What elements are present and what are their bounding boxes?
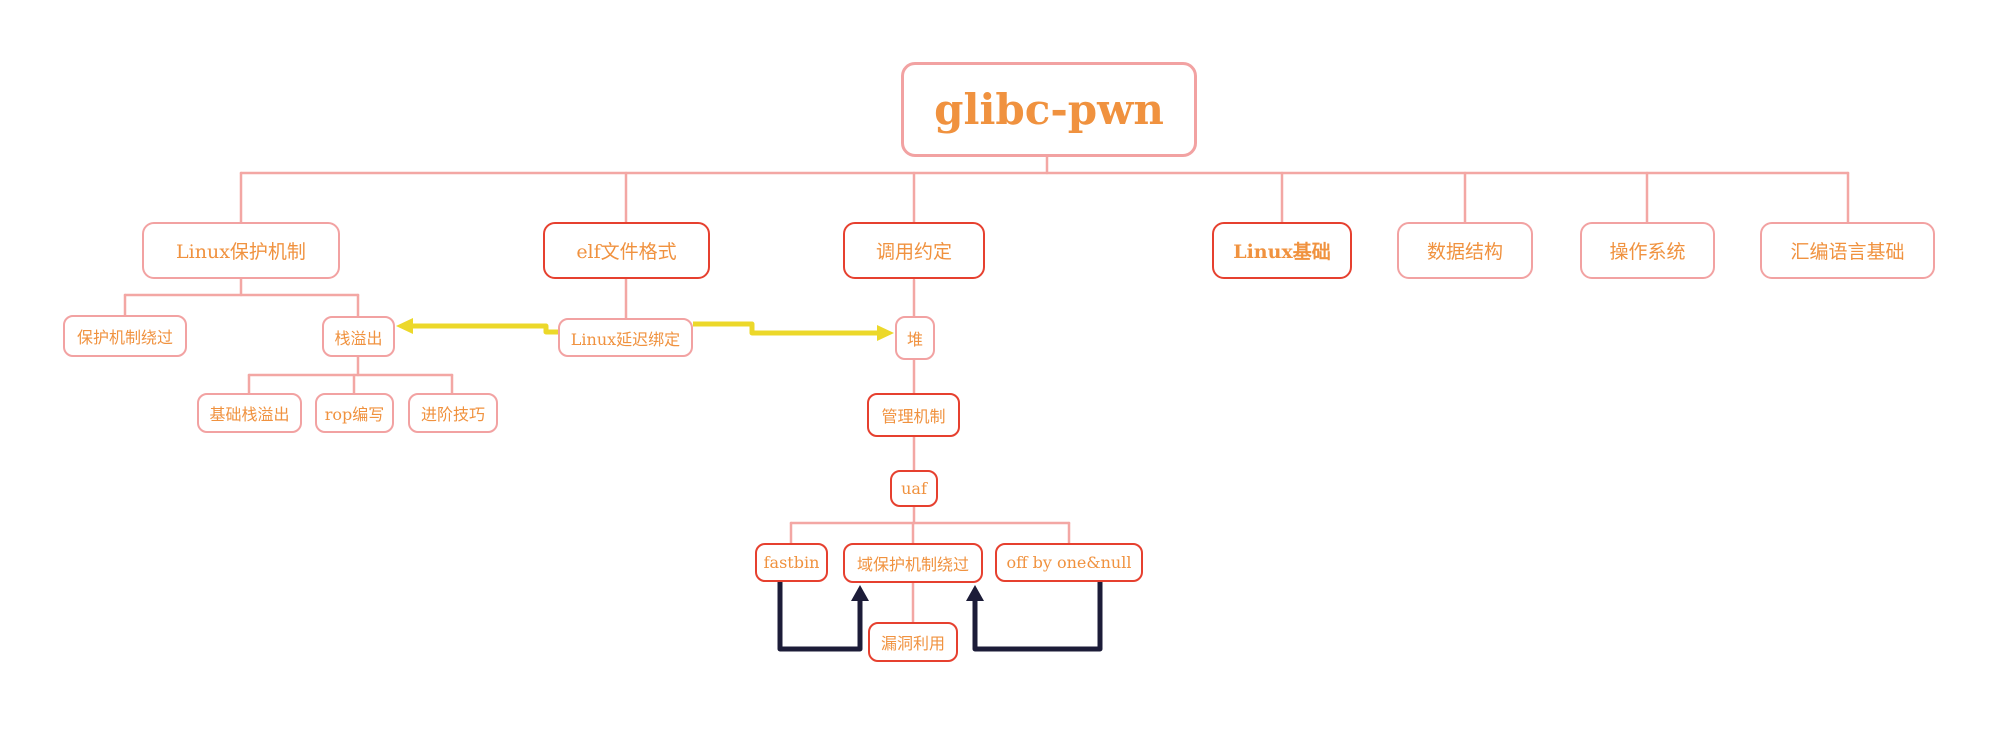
- mindmap-node-root[interactable]: glibc-pwn: [901, 62, 1197, 157]
- mindmap-node-off-by-one-null[interactable]: off by one&null: [995, 543, 1143, 582]
- mindmap-node-heap[interactable]: 堆: [895, 316, 935, 360]
- mindmap-node-rop-writing[interactable]: rop编写: [315, 393, 394, 433]
- mindmap-node-data-structures[interactable]: 数据结构: [1397, 222, 1533, 279]
- mindmap-node-elf-format[interactable]: elf文件格式: [543, 222, 710, 279]
- mindmap-node-calling-convention[interactable]: 调用约定: [843, 222, 985, 279]
- mindmap-node-operating-system[interactable]: 操作系统: [1580, 222, 1715, 279]
- mindmap-node-assembly-basics[interactable]: 汇编语言基础: [1760, 222, 1935, 279]
- mindmap-node-advanced-tricks[interactable]: 进阶技巧: [408, 393, 498, 433]
- mindmap-node-stack-overflow[interactable]: 栈溢出: [322, 316, 395, 357]
- fastbin-to-domain-bypass-arrowhead-icon: [851, 585, 869, 601]
- off-by-one-to-domain-bypass-arrow-line: [972, 581, 1103, 652]
- mindmap-node-lazy-binding[interactable]: Linux延迟绑定: [558, 318, 693, 357]
- mindmap-node-linux-basics[interactable]: Linux基础: [1212, 222, 1352, 279]
- lazy-binding-to-heap-arrowhead-icon: [877, 325, 894, 341]
- lazy-binding-to-heap-arrow-line: [693, 321, 882, 336]
- lazy-binding-to-stack-overflow-arrow-line: [408, 323, 558, 335]
- mindmap-node-heap-management[interactable]: 管理机制: [867, 393, 960, 437]
- mindmap-node-exploit[interactable]: 漏洞利用: [868, 622, 958, 662]
- mindmap-node-uaf[interactable]: uaf: [890, 470, 938, 507]
- mindmap-node-basic-stack-overflow[interactable]: 基础栈溢出: [197, 393, 302, 433]
- mindmap-node-fastbin[interactable]: fastbin: [755, 543, 828, 582]
- mindmap-node-linux-protection[interactable]: Linux保护机制: [142, 222, 340, 279]
- mindmap-node-protection-bypass[interactable]: 保护机制绕过: [63, 315, 187, 357]
- fastbin-to-domain-bypass-arrow-line: [777, 581, 863, 652]
- off-by-one-to-domain-bypass-arrowhead-icon: [966, 585, 984, 601]
- mindmap-node-domain-protection-bypass[interactable]: 域保护机制绕过: [843, 543, 983, 583]
- lazy-binding-to-stack-overflow-arrowhead-icon: [396, 318, 413, 334]
